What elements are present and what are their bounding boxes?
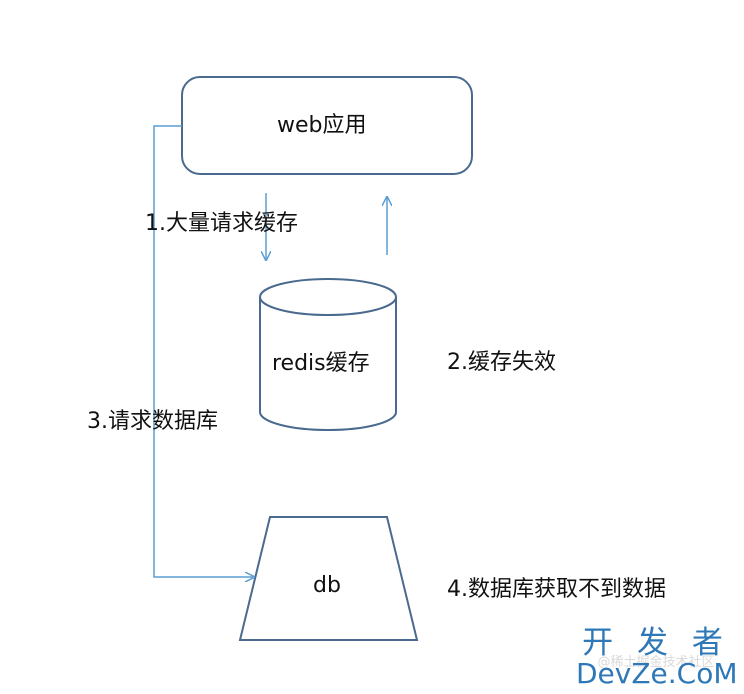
step3-label: 3.请求数据库 — [87, 409, 218, 434]
watermark-bottom-text: DevZe.CoM — [576, 657, 738, 690]
site-watermark: 开 发 者 @稀土掘金技术社区 DevZe.CoM — [576, 625, 738, 690]
db-trapezoid — [238, 516, 419, 641]
redis-cylinder — [259, 278, 397, 431]
redis-cylinder-body — [259, 297, 397, 431]
arrow-request-database — [153, 125, 253, 577]
web-app-label: web应用 — [277, 113, 367, 138]
step1-label: 1.大量请求缓存 — [145, 211, 298, 236]
db-label: db — [313, 573, 341, 598]
redis-label: redis缓存 — [272, 351, 370, 376]
watermark-top-text: 开 发 者 — [582, 625, 730, 661]
watermark-ghost-text: @稀土掘金技术社区 — [597, 655, 715, 670]
step4-label: 4.数据库获取不到数据 — [447, 577, 666, 602]
redis-cylinder-top — [259, 278, 397, 316]
step2-label: 2.缓存失效 — [447, 350, 556, 375]
